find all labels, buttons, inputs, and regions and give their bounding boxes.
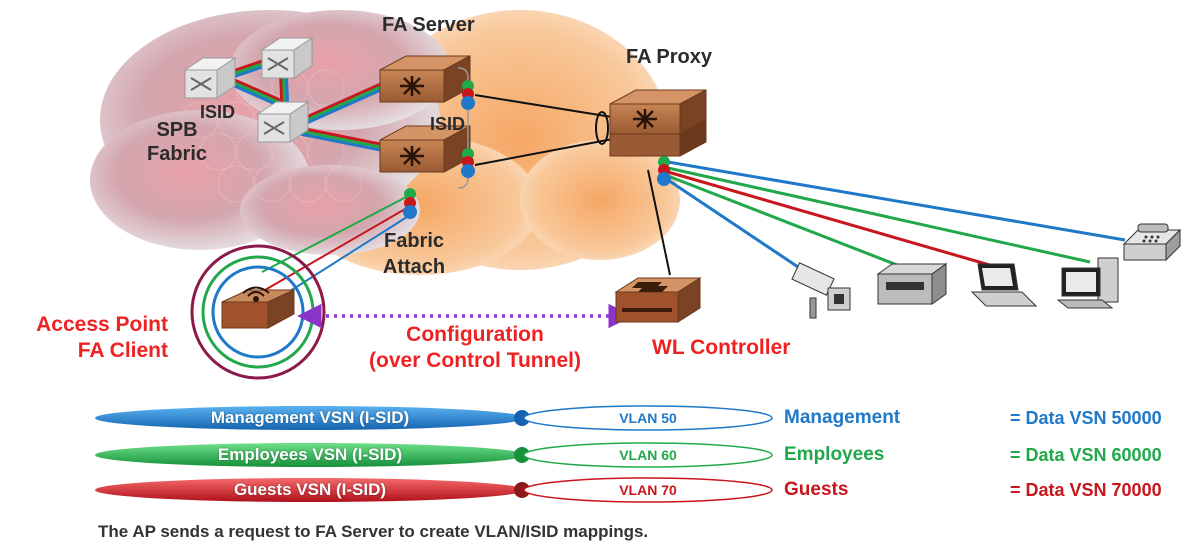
server-bracket — [457, 67, 469, 189]
legend-vlan-guests: VLAN 70 — [619, 482, 677, 498]
camera-icon — [791, 262, 851, 319]
phone-icon — [1122, 223, 1182, 262]
legend-row-guests — [95, 477, 773, 503]
switch-icon — [183, 57, 237, 99]
fabric-attach-line1: Fabric — [383, 230, 445, 252]
desktop-icon — [1056, 257, 1119, 309]
uplinks — [474, 94, 671, 276]
fabric-attach-line2: Attach — [382, 256, 446, 278]
spb-label-line1: SPB — [156, 119, 198, 141]
router-icon — [379, 125, 471, 173]
legend-name-guests: Guests — [784, 479, 849, 500]
isid-right-label: ISID — [430, 114, 466, 134]
legend-data-vsn-employees: = Data VSN 60000 — [1010, 445, 1162, 465]
proxy-port-dots — [657, 156, 671, 186]
switch-icon — [256, 101, 310, 143]
access-links — [667, 160, 1126, 277]
configuration-line1: Configuration — [406, 323, 544, 346]
legend-data-vsn-guests: = Data VSN 70000 — [1010, 480, 1162, 500]
legend-vlan-employees: VLAN 60 — [619, 447, 677, 463]
router-icon — [379, 55, 471, 103]
wl-controller-label: WL Controller — [652, 336, 791, 359]
laptop-icon — [970, 263, 1038, 307]
spb-fabric-label: SPB Fabric — [132, 118, 222, 166]
configuration-line2: (over Control Tunnel) — [369, 349, 581, 372]
access-point-line1: Access Point — [36, 313, 168, 336]
legend-row-employees — [95, 442, 773, 468]
fabric-attach-label: Fabric Attach — [368, 228, 460, 280]
server-port-dots — [403, 80, 475, 219]
legend-vsn-employees: Employees VSN (I-SID) — [217, 445, 403, 464]
legend-vsn-guests: Guests VSN (I-SID) — [233, 480, 387, 499]
spb-label-line2: Fabric — [146, 143, 208, 165]
legend-row-management — [95, 405, 773, 431]
access-point-icon — [190, 244, 326, 380]
fa-server-label: FA Server — [382, 14, 475, 36]
configuration-label: Configuration (over Control Tunnel) — [330, 322, 620, 374]
isid-left-label: ISID — [200, 102, 236, 122]
access-point-line2: FA Client — [77, 339, 168, 362]
wl-controller-icon — [614, 277, 702, 323]
fa-proxy-label: FA Proxy — [626, 46, 712, 68]
caption: The AP sends a request to FA Server to c… — [98, 522, 649, 541]
legend-vlan-management: VLAN 50 — [619, 410, 677, 426]
legend-data-vsn-management: = Data VSN 50000 — [1010, 408, 1162, 428]
legend-vsn-management: Management VSN (I-SID) — [210, 408, 410, 427]
access-point-label: Access Point FA Client — [0, 312, 168, 364]
printer-icon — [876, 263, 948, 305]
router-icon — [609, 89, 707, 157]
legend-name-management: Management — [784, 407, 901, 428]
switch-icon — [260, 37, 314, 79]
legend-name-employees: Employees — [784, 444, 885, 465]
